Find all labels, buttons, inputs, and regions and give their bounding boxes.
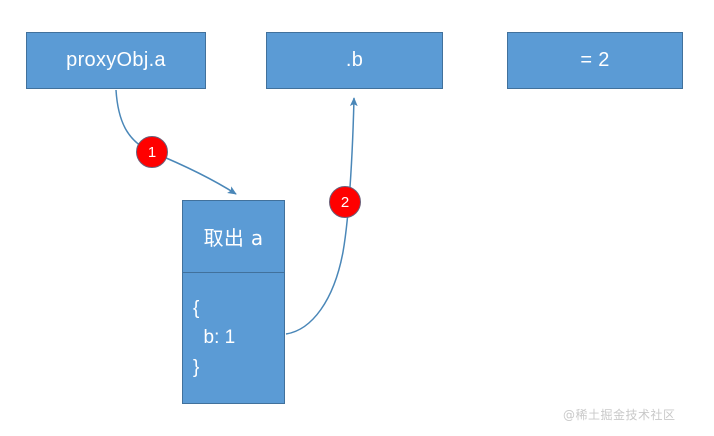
- box-proxyobj-a-label: proxyObj.a: [66, 49, 166, 71]
- json-open-brace: {: [193, 297, 200, 319]
- box-dot-b-label: .b: [345, 49, 364, 71]
- step-badge-2-label: 2: [340, 193, 350, 211]
- json-close-brace: }: [193, 356, 200, 378]
- box-equals-2-label: = 2: [580, 49, 610, 71]
- box-extract-header-label: 取出 a: [203, 226, 264, 250]
- arrow-1-path: [115, 89, 237, 195]
- box-extract-json: { b: 1 }: [183, 273, 284, 403]
- json-property-b: b: 1: [193, 327, 236, 349]
- watermark-text: @稀土掘金技术社区: [563, 408, 676, 422]
- step-badge-2: 2: [329, 186, 361, 218]
- box-proxyobj-a[interactable]: proxyObj.a: [26, 32, 206, 89]
- step-badge-1: 1: [136, 136, 168, 168]
- step-badge-1-label: 1: [147, 143, 157, 161]
- box-dot-b[interactable]: .b: [266, 32, 443, 89]
- box-extract-result[interactable]: 取出 a { b: 1 }: [182, 200, 285, 404]
- box-equals-2[interactable]: = 2: [507, 32, 683, 89]
- box-extract-header: 取出 a: [183, 201, 284, 273]
